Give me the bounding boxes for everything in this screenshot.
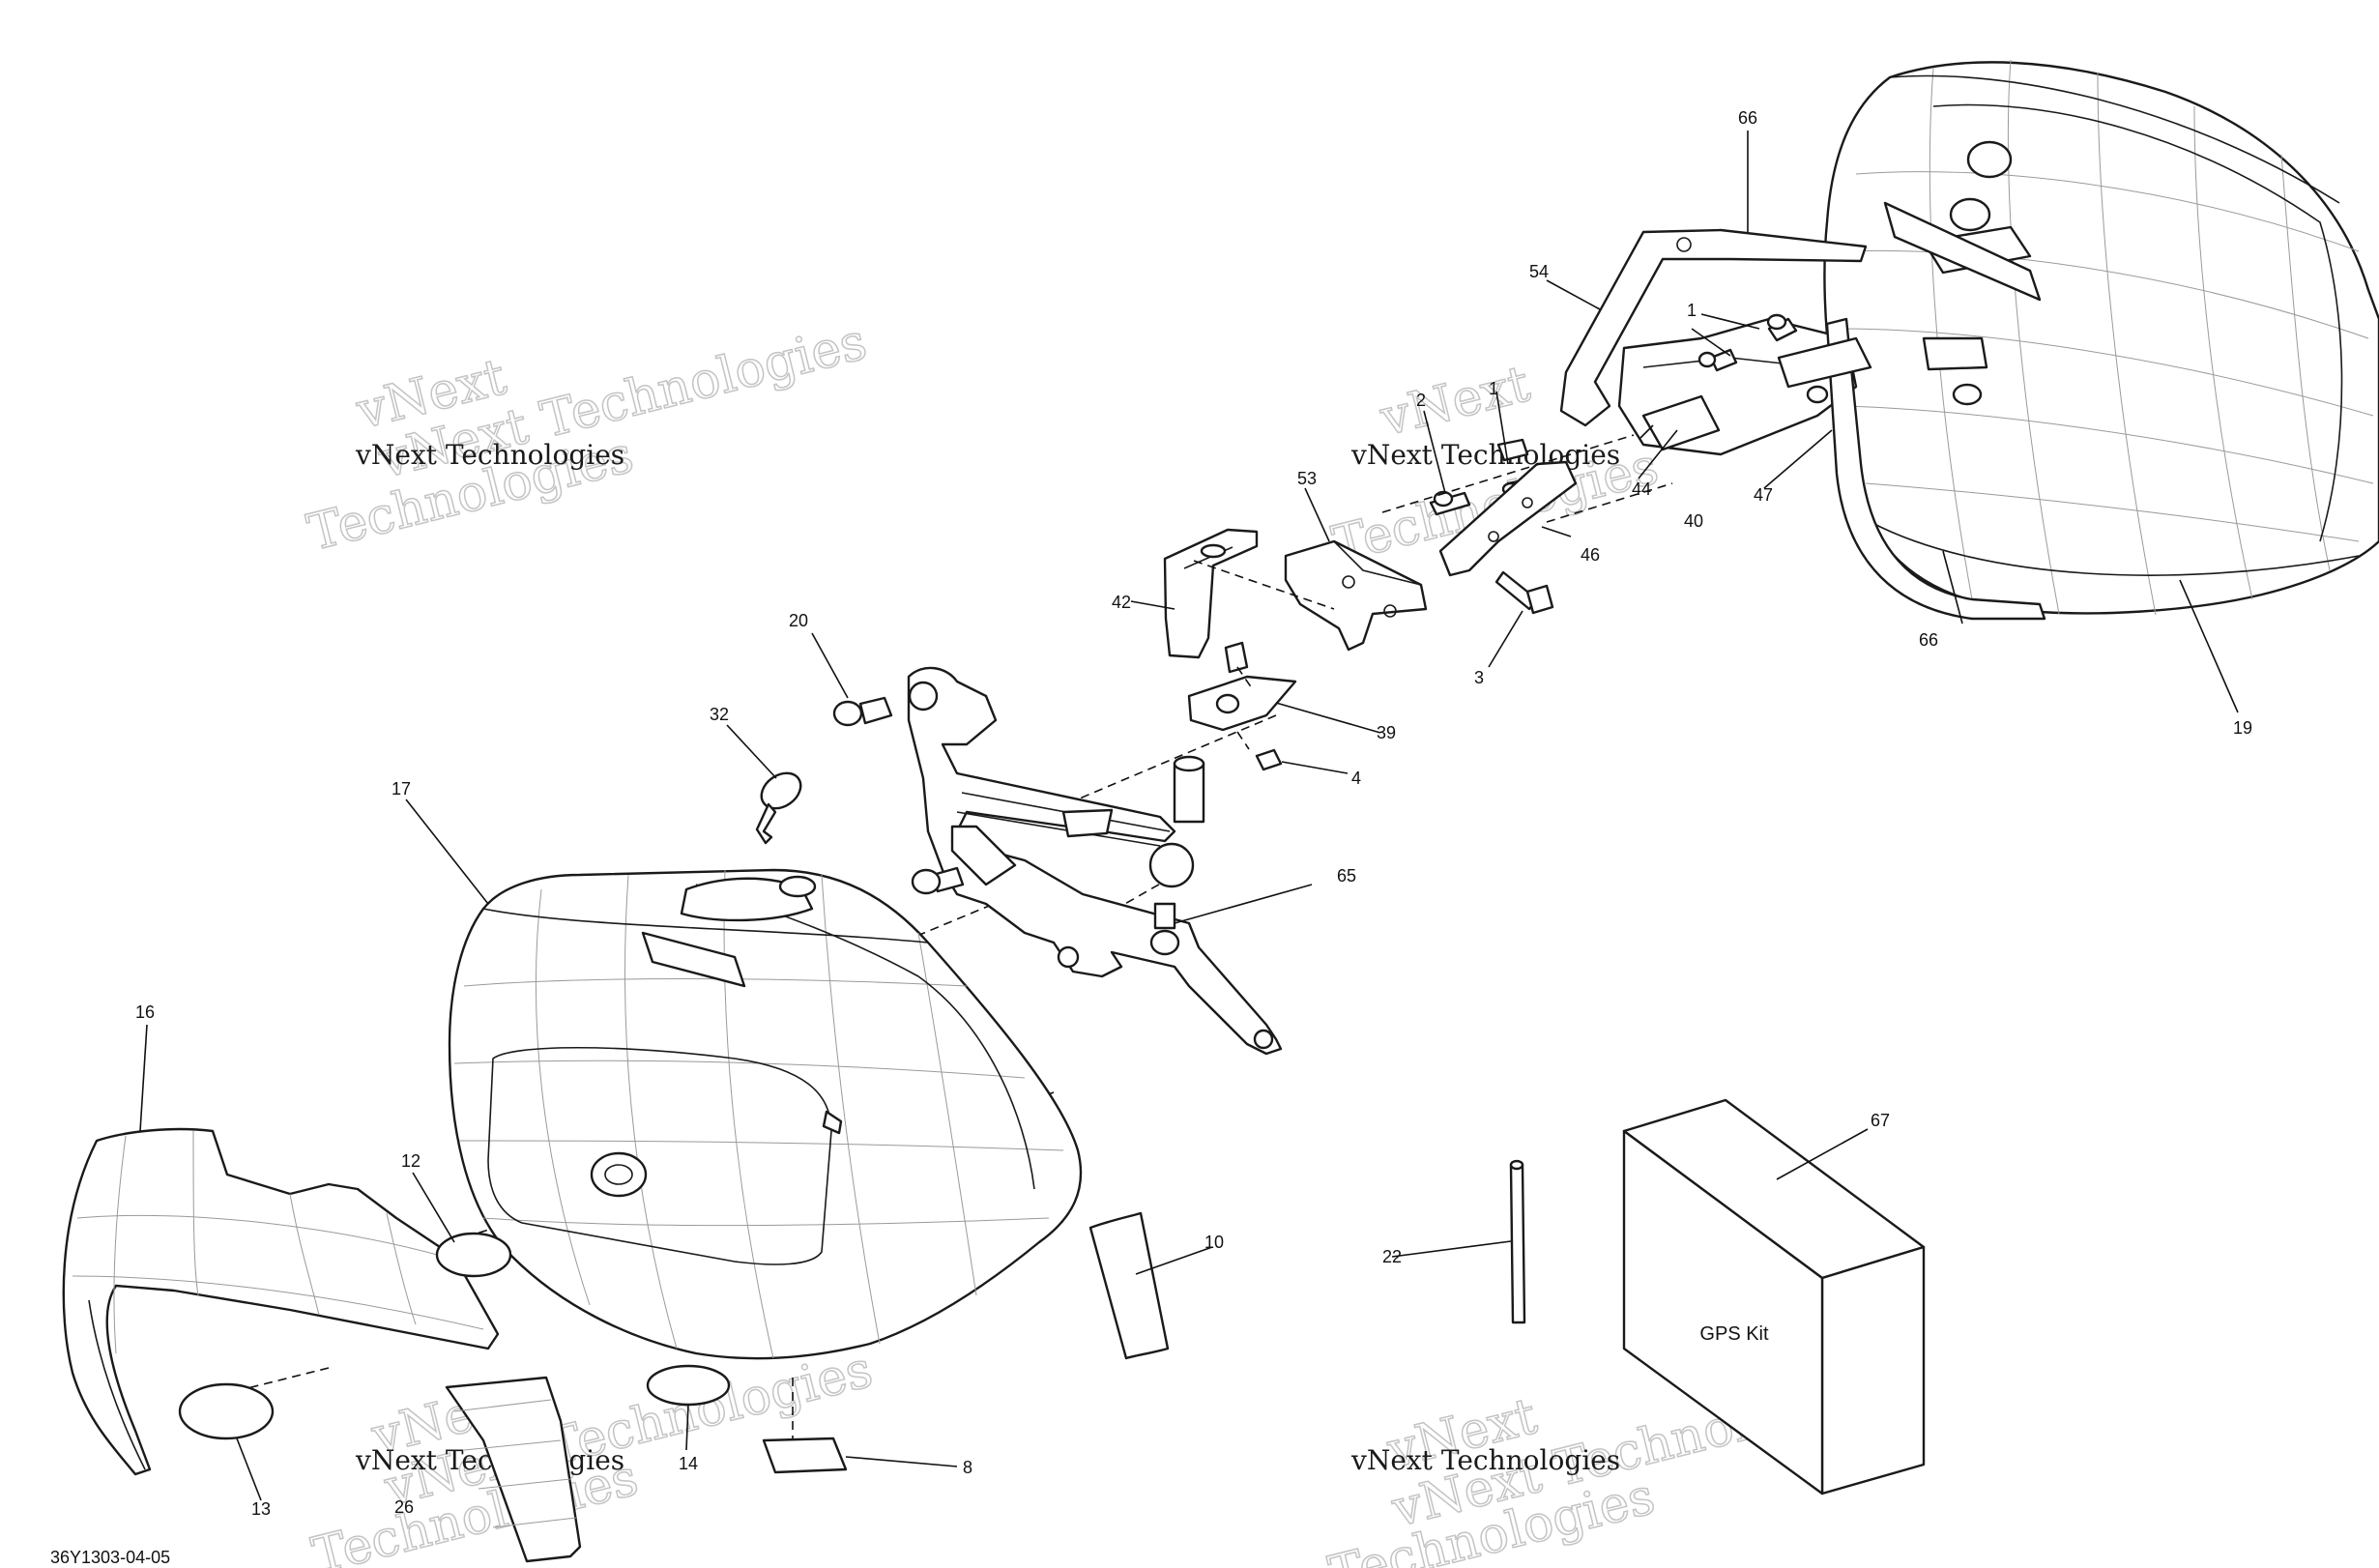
left-saddlebag-17 [448, 868, 1083, 1360]
gps-kit-label: GPS Kit [1699, 1323, 1769, 1345]
callout-26: 26 [394, 1497, 414, 1517]
callout-67: 67 [1871, 1111, 1890, 1130]
key-32 [755, 771, 802, 845]
decal-14 [646, 1364, 731, 1407]
callout-44: 44 [1632, 479, 1651, 499]
hardware-cluster [1429, 313, 1798, 615]
callout-66-top: 66 [1738, 108, 1757, 128]
nut-4 [1255, 748, 1283, 771]
callout-12: 12 [401, 1151, 421, 1171]
callout-22: 22 [1382, 1247, 1402, 1266]
callout-46: 46 [1581, 545, 1600, 565]
callout-1-upper: 1 [1687, 301, 1697, 320]
right-saddlebag [1823, 59, 2379, 616]
callout-39: 39 [1377, 723, 1396, 742]
watermark-text-bottom-center: vNext Technologies [1350, 1444, 1620, 1476]
strip-10 [1088, 1211, 1170, 1360]
callout-labels: 66 54 1 2 1 53 44 47 40 46 3 42 66 19 20… [135, 108, 2252, 1519]
watermark-text-top-center: vNext Technologies [1350, 439, 1620, 471]
callout-19: 19 [2233, 718, 2252, 738]
diagram-reference-code: 36Y1303-04-05 [50, 1548, 170, 1567]
label-8 [762, 1437, 848, 1474]
callout-4: 4 [1351, 769, 1361, 788]
callout-40: 40 [1684, 511, 1703, 531]
mounting-rail-65 [907, 666, 1283, 1056]
callout-66-bottom: 66 [1919, 630, 1938, 650]
callout-8: 8 [963, 1458, 972, 1477]
reflector-26 [445, 1376, 582, 1563]
block-39 [1187, 675, 1297, 732]
gps-kit-box: GPS Kit [1622, 1098, 1926, 1495]
watermark-top-left: vNext Technologies vNext Technologies [302, 312, 873, 564]
callout-65: 65 [1337, 866, 1356, 886]
callout-16: 16 [135, 1002, 155, 1022]
decal-12 [435, 1232, 512, 1278]
callout-32: 32 [710, 705, 729, 724]
callout-20: 20 [789, 611, 808, 630]
callout-17: 17 [392, 779, 411, 799]
callout-14: 14 [679, 1454, 698, 1473]
callout-3: 3 [1474, 668, 1484, 687]
callout-53: 53 [1297, 469, 1317, 488]
callout-2: 2 [1416, 391, 1426, 410]
bracket-42 [1163, 528, 1259, 674]
callout-13: 13 [251, 1499, 271, 1519]
decal-13 [178, 1382, 275, 1440]
bolt-20-lower [911, 866, 1180, 956]
bolt-20-upper [832, 696, 893, 727]
leader-lines [139, 131, 2239, 1501]
callout-10: 10 [1204, 1233, 1224, 1252]
watermark-text-top-left: vNext Technologies [355, 439, 624, 471]
callout-47: 47 [1754, 485, 1773, 505]
callout-42: 42 [1112, 593, 1131, 612]
callout-54: 54 [1529, 262, 1549, 281]
side-cover-16 [62, 1127, 500, 1476]
svg-text:vNext: vNext [1375, 355, 1536, 448]
callout-1-lower: 1 [1489, 379, 1498, 398]
rod-22 [1509, 1159, 1526, 1324]
